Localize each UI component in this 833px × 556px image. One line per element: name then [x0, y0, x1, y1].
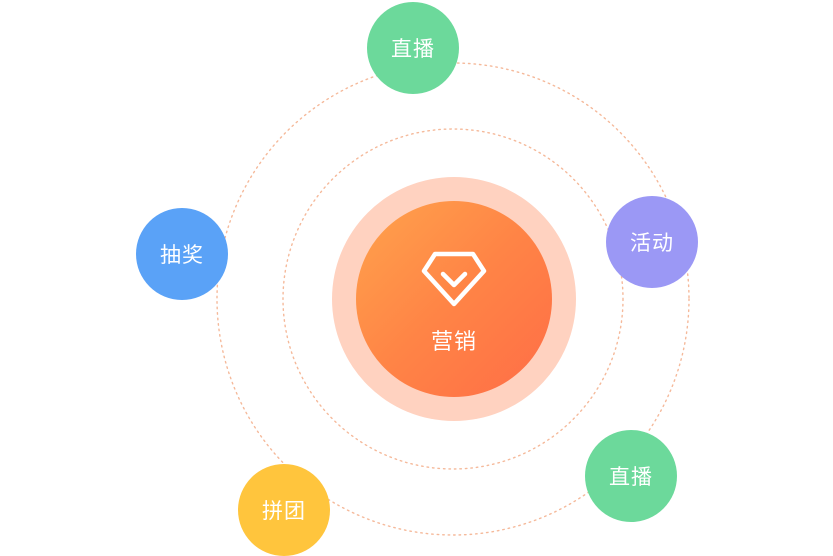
node-label: 直播 [391, 37, 435, 61]
node-bottom-right[interactable]: 直播 [585, 430, 677, 522]
node-left[interactable]: 抽奖 [136, 208, 228, 300]
inner-orbit [282, 128, 624, 470]
node-label: 活动 [630, 231, 674, 255]
node-right[interactable]: 活动 [606, 196, 698, 288]
node-label: 抽奖 [160, 243, 204, 267]
node-label: 拼团 [262, 499, 306, 523]
node-bottom-left[interactable]: 拼团 [238, 464, 330, 556]
node-top[interactable]: 直播 [367, 2, 459, 94]
center-label: 营销 [430, 330, 477, 355]
node-label: 直播 [609, 465, 653, 489]
diamond-check-icon [421, 251, 487, 307]
center-core[interactable] [356, 201, 552, 397]
